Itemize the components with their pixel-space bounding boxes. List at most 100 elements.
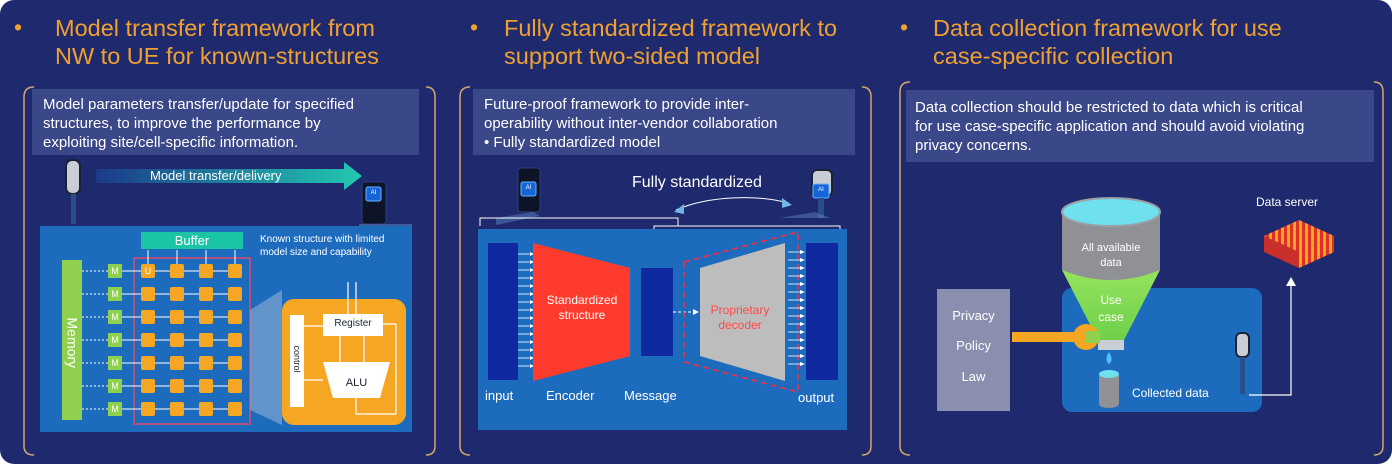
m-cell-label: M [111,312,119,322]
pe-cell [170,310,184,324]
model-transfer-arrow [96,162,362,190]
desc-right: Data collection should be restricted to … [915,98,1304,155]
desc-left-line2: structures, to improve the performance b… [43,115,321,132]
all-data-label: All available data [1062,241,1160,271]
desc-box-right [906,90,1374,162]
output-block [806,243,838,380]
decoder-tower-icon [811,169,833,218]
m-cell-label: M [111,289,119,299]
desc-middle-line1: Future-proof framework to provide inter- [484,96,750,113]
panel-frame-left [23,86,436,456]
desc-left-line3: exploiting site/cell-specific informatio… [43,134,299,151]
pe-cell [141,333,155,347]
m-cell [108,310,122,324]
output-label: output [798,390,835,405]
output-arrows [788,250,805,366]
m-cell-label: M [111,335,119,345]
input-label: input [485,388,514,403]
data-cylinder [1062,212,1160,280]
sensor-tower-icon [1235,332,1250,394]
heading-left-line1: Model transfer framework from [55,15,375,41]
buffer-label: Buffer [174,233,210,248]
use-case-line2: case [1098,310,1124,324]
proprietary-decoder-line1: Proprietary [710,303,770,317]
pe-cell [170,287,184,301]
pe-cell [170,333,184,347]
control-label: control [292,345,302,373]
base-station-tower-icon [65,159,81,224]
fully-standardized-label: Fully standardized [632,174,762,191]
encoder-label: Encoder [546,388,595,403]
pe-cell [228,402,242,416]
desc-right-line1: Data collection should be restricted to … [915,99,1303,116]
use-case-label: Use case [1086,292,1136,326]
m-cell [108,379,122,393]
bullet-middle: • [470,14,479,40]
desc-box-middle [473,89,855,155]
alu-connections [304,282,397,415]
privacy-label: Privacy [952,308,995,323]
standardized-structure-line2: structure [558,308,606,322]
desc-middle-line2: operability without inter-vendor collabo… [484,115,778,132]
encoder-block [533,243,630,381]
message-label: Message [624,388,677,403]
control-block [290,315,304,407]
m-cell [108,333,122,347]
phone-device-icon [361,181,387,225]
pe-cell [141,356,155,370]
data-server-label: Data server [1256,195,1319,209]
panel-frame-right [899,81,1384,456]
pe-cell [170,402,184,416]
bullet-left: • [14,14,23,40]
pe-cell [199,264,213,278]
heading-right-line1: Data collection framework for use [933,15,1282,41]
data-drop-icon [1106,352,1112,364]
pe-cell [141,379,155,393]
message-block [641,268,673,356]
pe-cell [170,379,184,393]
heading-middle-line2: support two-sided model [504,43,761,69]
pe-cell [199,402,213,416]
pe-cell [141,310,155,324]
encoder-chip-label: AI [525,185,532,191]
policy-label: Policy [956,338,991,353]
pe-cell [199,356,213,370]
m-cell-label: M [111,381,119,391]
register-block [323,314,383,336]
data-cylinder-top [1061,197,1161,227]
pe-cell [228,264,242,278]
memory-label: Memory [64,317,81,369]
heading-left-line2: NW to UE for known-structures [55,43,379,69]
proprietary-decoder-line2: decoder [718,318,762,332]
pe-cell [199,310,213,324]
alu-label: ALU [345,377,368,389]
u-cell-label: U [144,266,152,276]
pe-cell [228,333,242,347]
pe-cell [170,264,184,278]
desc-box-left [32,89,419,155]
desc-middle: Future-proof framework to provide inter-… [484,95,778,152]
privacy-policy-law-box [937,289,1010,411]
desc-left-line1: Model parameters transfer/update for spe… [43,96,354,113]
bullet-right: • [900,14,909,40]
pe-cell [199,287,213,301]
pe-cell [199,333,213,347]
m-cell [108,402,122,416]
m-cell [108,287,122,301]
collected-data-cylinder-icon [1099,370,1119,408]
wrench-icon [1012,324,1100,350]
m-cell [108,264,122,278]
model-transfer-label: Model transfer/delivery [150,168,282,183]
decoder-block [700,243,785,381]
data-server-icon [1264,220,1334,268]
m-cell-label: M [111,266,119,276]
upload-arrow [1249,283,1292,396]
pe-array [82,250,242,416]
pe-cell [199,379,213,393]
input-arrows [518,252,534,368]
